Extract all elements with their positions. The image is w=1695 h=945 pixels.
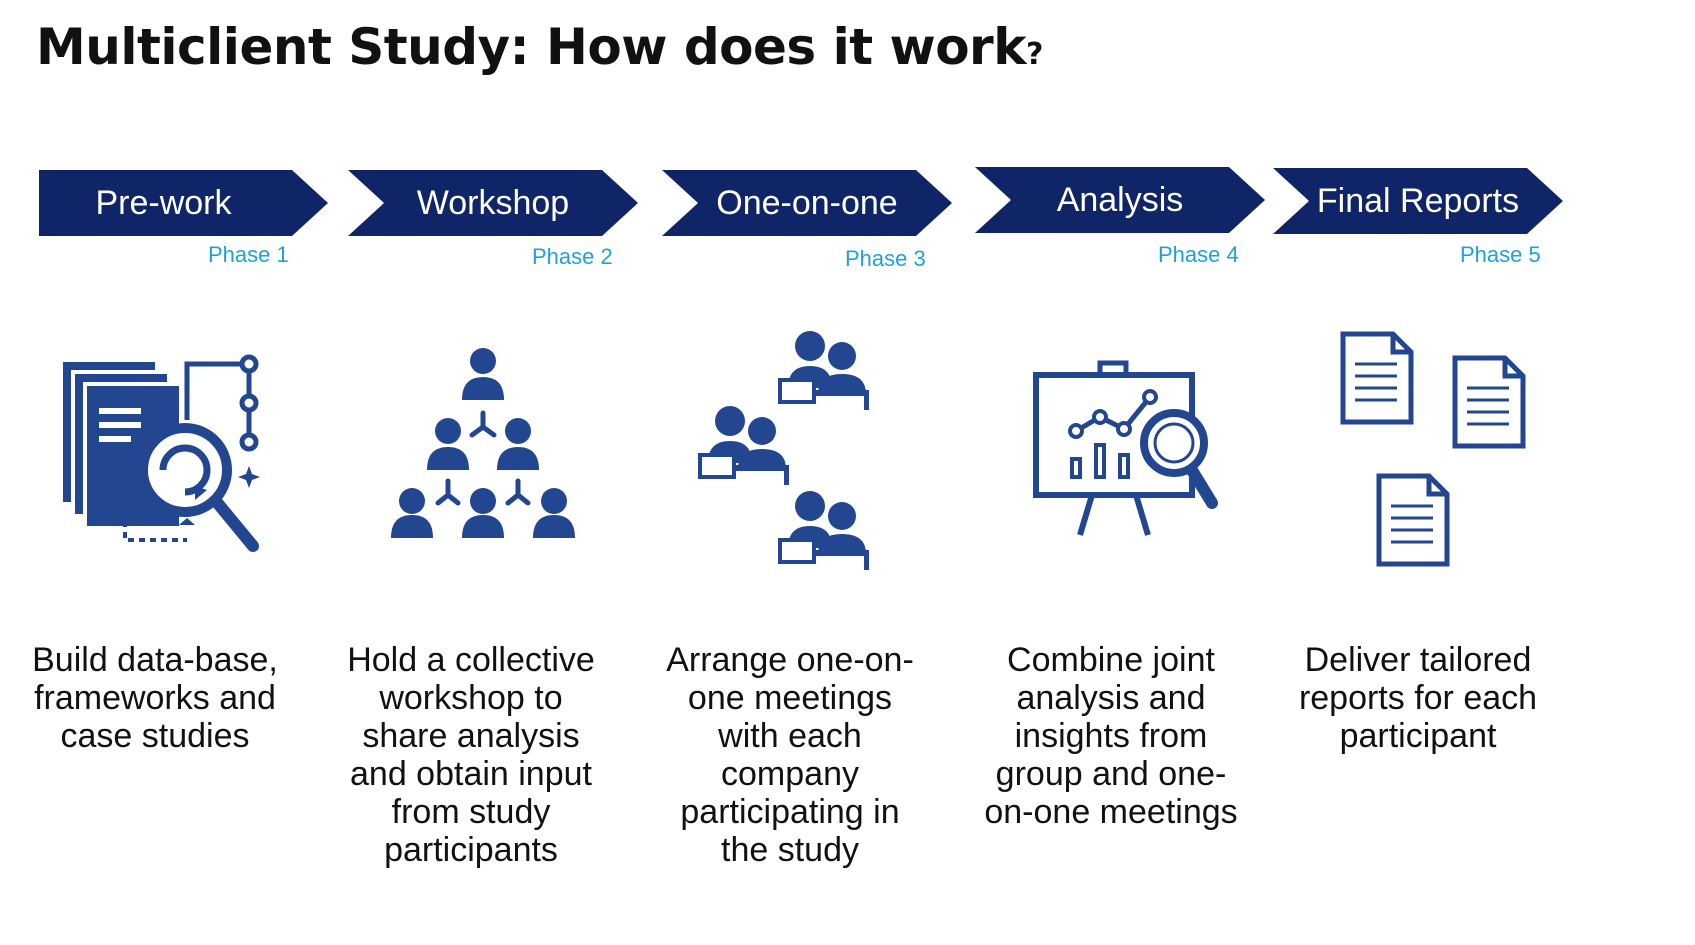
meeting-icon — [698, 331, 869, 570]
phase-3-chevron: One-on-one — [662, 170, 952, 236]
phase-5-chevron: Final Reports — [1273, 168, 1563, 234]
page-title: Multiclient Study: How does it work? — [36, 18, 1043, 76]
database-search-icon — [63, 354, 260, 552]
phase-5-number: Phase 5 — [1460, 242, 1541, 267]
phase-3-label: One-on-one — [716, 183, 898, 222]
presentation-analysis-icon — [1033, 360, 1218, 536]
report-documents-icon — [1340, 331, 1526, 567]
phase-4-number: Phase 4 — [1158, 242, 1239, 267]
phase-4-description: Combine joint analysis and insights from… — [984, 641, 1238, 831]
title-question-mark: ? — [1025, 37, 1043, 72]
phase-5-label: Final Reports — [1316, 181, 1520, 220]
title-text: Multiclient Study: How does it work — [36, 18, 1026, 76]
group-hierarchy-icon — [391, 348, 575, 538]
phase-1-number: Phase 1 — [208, 242, 289, 267]
phase-5-description: Deliver tailored reports for each partic… — [1298, 641, 1538, 755]
phase-2-number: Phase 2 — [532, 244, 613, 269]
phase-1-chevron: Pre-work — [39, 170, 328, 236]
phase-2-chevron: Workshop — [348, 170, 638, 236]
phase-2-label: Workshop — [416, 183, 570, 222]
phase-3-description: Arrange one-on-one meetings with each co… — [666, 641, 914, 869]
phase-4-label: Analysis — [1056, 180, 1184, 219]
phase-3-number: Phase 3 — [845, 246, 926, 271]
phase-2-description: Hold a collective workshop to share anal… — [347, 641, 595, 869]
phase-1-description: Build data-base, frameworks and case stu… — [32, 641, 278, 755]
phase-1-label: Pre-work — [95, 183, 232, 222]
phase-4-chevron: Analysis — [975, 167, 1265, 233]
